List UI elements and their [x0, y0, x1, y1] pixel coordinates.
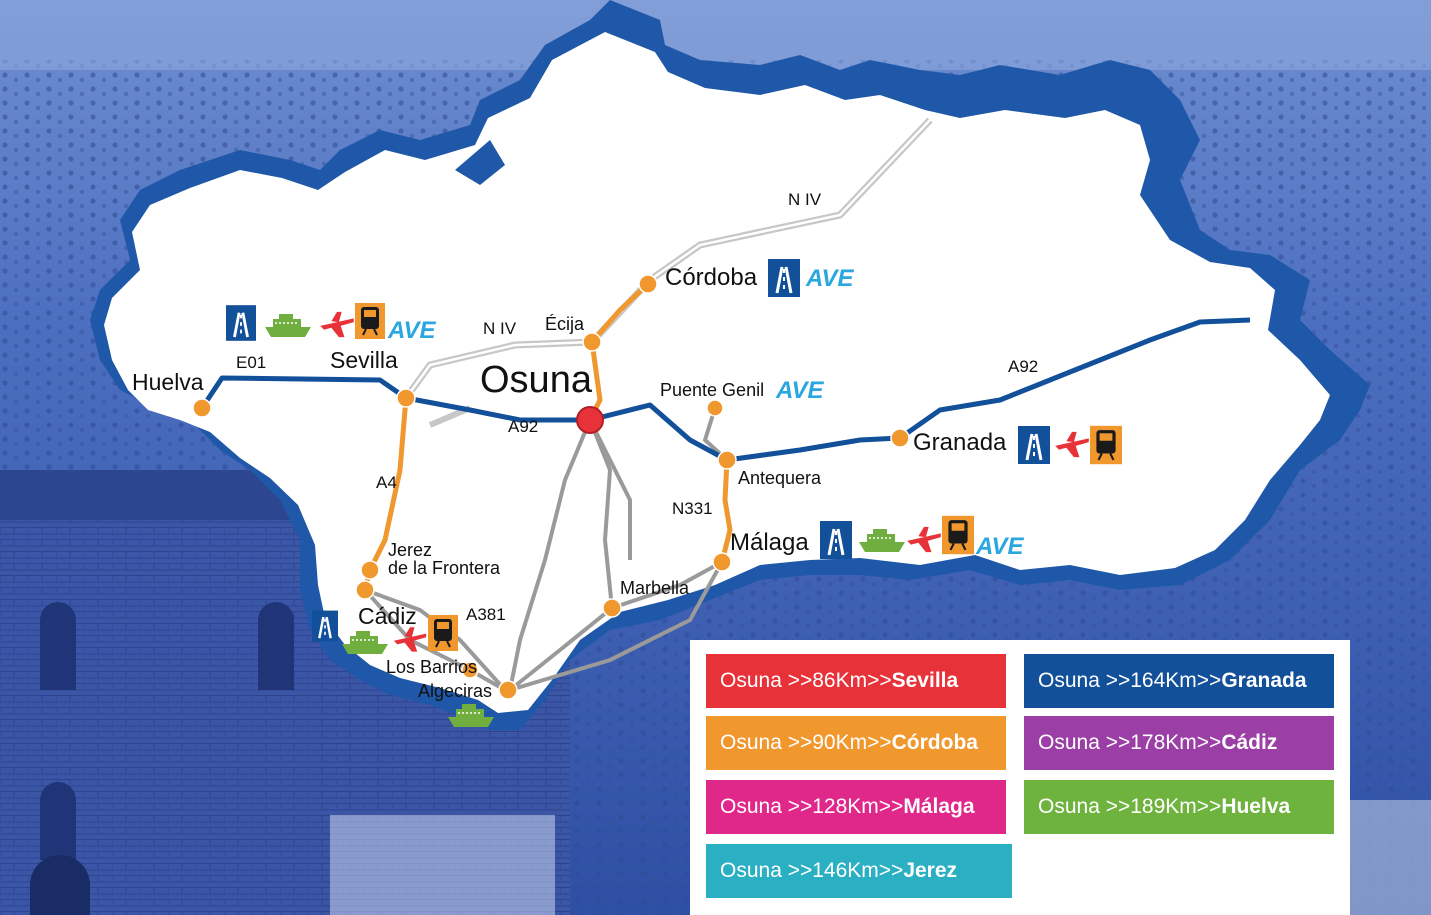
andalucia-land	[104, 32, 1330, 713]
legend-city: Sevilla	[891, 669, 959, 692]
label-cordoba: Córdoba	[665, 264, 758, 291]
label-marbella: Marbella	[620, 578, 690, 598]
dot-marbella	[602, 598, 622, 618]
legend-city: Cádiz	[1221, 731, 1278, 754]
label-algeciras: Algeciras	[418, 681, 492, 701]
label-los-barrios: Los Barrios	[386, 657, 477, 677]
legend-prefix: Osuna >>128Km>>	[720, 795, 904, 818]
road-ecija-cordoba	[590, 282, 650, 344]
legend-item-jerez: Osuna >>146Km>>Jerez	[706, 844, 1012, 898]
legend-prefix: Osuna >>90Km>>	[720, 731, 892, 754]
legend-city: Huelva	[1221, 795, 1291, 818]
dot-granada	[890, 428, 910, 448]
label-huelva: Huelva	[132, 369, 204, 395]
train-icon	[428, 615, 458, 651]
highway-icon	[1018, 425, 1050, 465]
label-puente-genil: Puente Genil	[660, 380, 764, 400]
label-road-n331: N331	[672, 499, 713, 518]
ave-badge-puente-genil: AVE	[775, 377, 825, 404]
label-granada: Granada	[913, 429, 1007, 456]
legend-item-sevilla: Osuna >>86Km>>Sevilla	[706, 654, 1006, 708]
highway-icon	[226, 305, 256, 341]
label-road-e01: E01	[236, 353, 266, 372]
dot-ecija	[582, 332, 602, 352]
label-ecija: Écija	[545, 314, 585, 334]
dot-osuna	[576, 406, 604, 434]
label-road-a4: A4	[376, 473, 397, 492]
train-icon	[355, 303, 385, 339]
legend-prefix: Osuna >>164Km>>	[1038, 669, 1222, 692]
dot-antequera	[717, 450, 737, 470]
train-icon	[942, 515, 974, 555]
label-malaga: Málaga	[730, 529, 809, 556]
legend-prefix: Osuna >>146Km>>	[720, 859, 904, 882]
label-cadiz: Cádiz	[358, 603, 417, 629]
legend-city: Granada	[1221, 669, 1307, 692]
legend-city: Jerez	[903, 859, 958, 882]
ave-badge-cordoba: AVE	[805, 265, 855, 292]
legend-item-huelva: Osuna >>189Km>>Huelva	[1024, 780, 1334, 834]
legend-city: Málaga	[903, 795, 975, 818]
dot-sevilla	[396, 388, 416, 408]
ave-badge-sevilla: AVE	[387, 317, 437, 344]
legend-item-granada: Osuna >>164Km>>Granada	[1024, 654, 1334, 708]
label-road-a92-west: A92	[508, 417, 538, 436]
legend-item-cadiz: Osuna >>178Km>>Cádiz	[1024, 716, 1334, 770]
label-sevilla: Sevilla	[330, 347, 398, 373]
highway-icon	[768, 258, 800, 298]
train-icon	[1090, 425, 1122, 465]
label-road-a92-east: A92	[1008, 357, 1038, 376]
label-road-niv-sevilla: N IV	[483, 319, 517, 338]
legend-city: Córdoba	[891, 731, 978, 754]
dot-cadiz	[355, 580, 375, 600]
reservoir	[455, 140, 505, 185]
dot-los-barrios	[461, 661, 479, 679]
distance-legend: Osuna >>86Km>>Sevilla Osuna >>164Km>>Gra…	[690, 640, 1350, 915]
label-osuna: Osuna	[480, 359, 593, 401]
road-n331	[719, 459, 733, 563]
legend-item-malaga: Osuna >>128Km>>Málaga	[706, 780, 1006, 834]
highway-icon	[820, 520, 852, 560]
ave-badge-malaga: AVE	[975, 533, 1025, 560]
dot-cordoba	[638, 274, 658, 294]
dot-jerez	[360, 560, 380, 580]
dot-algeciras	[498, 680, 518, 700]
label-jerez-line2: de la Frontera	[388, 558, 501, 578]
dot-malaga	[712, 552, 732, 572]
legend-prefix: Osuna >>178Km>>	[1038, 731, 1222, 754]
highway-icon	[312, 610, 338, 642]
dot-puente-genil	[706, 399, 724, 417]
city-markers	[192, 274, 910, 700]
legend-prefix: Osuna >>86Km>>	[720, 669, 892, 692]
label-road-niv-north: N IV	[788, 190, 822, 209]
legend-item-cordoba: Osuna >>90Km>>Córdoba	[706, 716, 1006, 770]
road-a92-east	[589, 317, 1251, 463]
dot-huelva	[192, 398, 212, 418]
legend-prefix: Osuna >>189Km>>	[1038, 795, 1222, 818]
label-antequera: Antequera	[738, 468, 822, 488]
label-road-a381: A381	[466, 605, 506, 624]
horizon	[0, 0, 1431, 70]
label-jerez-line1: Jerez	[388, 540, 432, 560]
